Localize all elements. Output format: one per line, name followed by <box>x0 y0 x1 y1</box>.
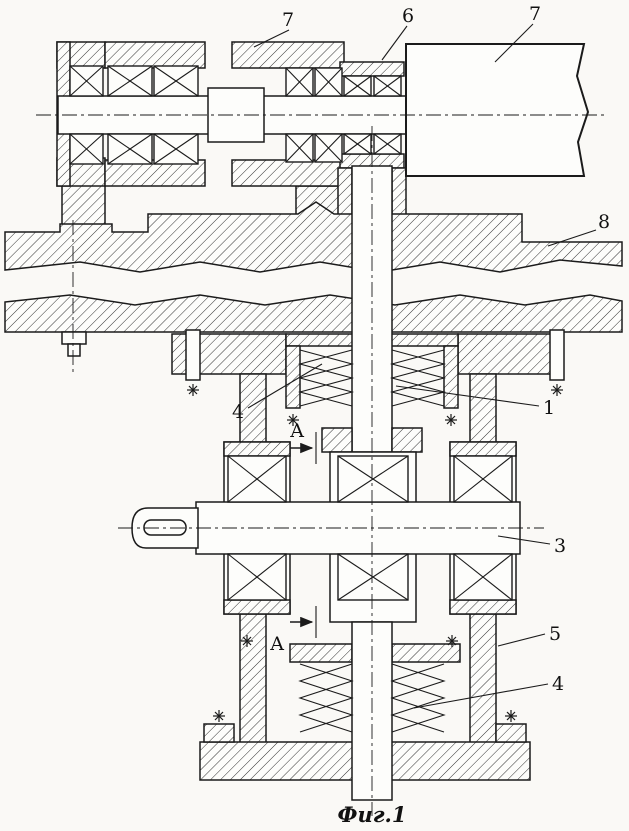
rolling-bearing <box>343 133 372 155</box>
leader-3 <box>497 535 551 545</box>
rolling-bearing <box>285 133 314 163</box>
section-label-a-bottom: A <box>269 633 284 655</box>
leader-4-lower <box>413 683 549 709</box>
disc-spring-stack-lower <box>298 663 446 733</box>
rolling-bearing <box>69 65 104 97</box>
machine-frame <box>4 201 623 357</box>
leader-1 <box>395 385 540 407</box>
rolling-bearing <box>453 553 513 601</box>
rolling-bearing <box>227 553 287 601</box>
rolling-bearing <box>337 553 409 601</box>
rolling-bearing <box>107 133 153 165</box>
rolling-bearing <box>153 65 199 97</box>
rolling-bearing <box>285 67 314 97</box>
callout-4-upper: 4 <box>232 401 244 423</box>
rolling-bearing <box>373 75 402 97</box>
rolling-bearing <box>343 75 372 97</box>
leader-8 <box>547 229 597 247</box>
callouts: 7 6 7 8 4 1 3 5 4 <box>232 3 610 709</box>
rolling-bearing <box>337 455 409 503</box>
rolling-bearing <box>453 455 513 503</box>
section-mark-a-bottom: A <box>269 606 317 655</box>
centerlines <box>36 114 606 816</box>
bevel-drive-cap-top <box>339 61 405 77</box>
leader-4-upper <box>247 363 323 409</box>
rolling-bearing <box>227 455 287 503</box>
mounting-flange <box>171 329 565 381</box>
leader-6 <box>381 25 408 61</box>
flange-bolt <box>185 329 201 381</box>
frame-bolt-nut <box>67 343 81 357</box>
callout-3: 3 <box>554 535 566 557</box>
hub-plate <box>321 427 353 453</box>
drive-unit-body <box>405 43 590 177</box>
rolling-bearing <box>373 133 402 155</box>
rolling-bearing <box>314 67 343 97</box>
frame-bolt-head <box>61 331 87 345</box>
spring-seat <box>285 345 301 409</box>
spring-seat <box>443 345 459 409</box>
rolling-bearing <box>107 65 153 97</box>
rolling-bearing <box>314 133 343 163</box>
base-tab <box>203 723 235 743</box>
callout-6: 6 <box>402 5 414 27</box>
leader-7-right <box>494 23 534 63</box>
callout-7-left: 7 <box>282 9 294 31</box>
base-tab <box>495 723 527 743</box>
section-mark-a-top: A <box>289 420 317 464</box>
spindle-unit <box>131 427 521 623</box>
callout-7-right: 7 <box>529 3 541 25</box>
leader-7-left <box>253 29 290 48</box>
hub-plate <box>391 427 423 453</box>
section-label-a-top: A <box>289 420 304 442</box>
figure-caption: Фиг.1 <box>338 802 407 827</box>
leader-5 <box>497 633 546 647</box>
rolling-bearing <box>153 133 199 165</box>
callout-8: 8 <box>598 211 610 233</box>
flange-bolt <box>549 329 565 381</box>
rolling-bearing <box>69 133 104 165</box>
callout-5: 5 <box>549 623 561 645</box>
callout-4-lower: 4 <box>552 673 564 695</box>
disc-spring-stack-upper <box>285 345 459 409</box>
shaft-keyway <box>143 519 187 536</box>
callout-1: 1 <box>543 397 555 419</box>
lower-spring-seats <box>289 643 461 663</box>
